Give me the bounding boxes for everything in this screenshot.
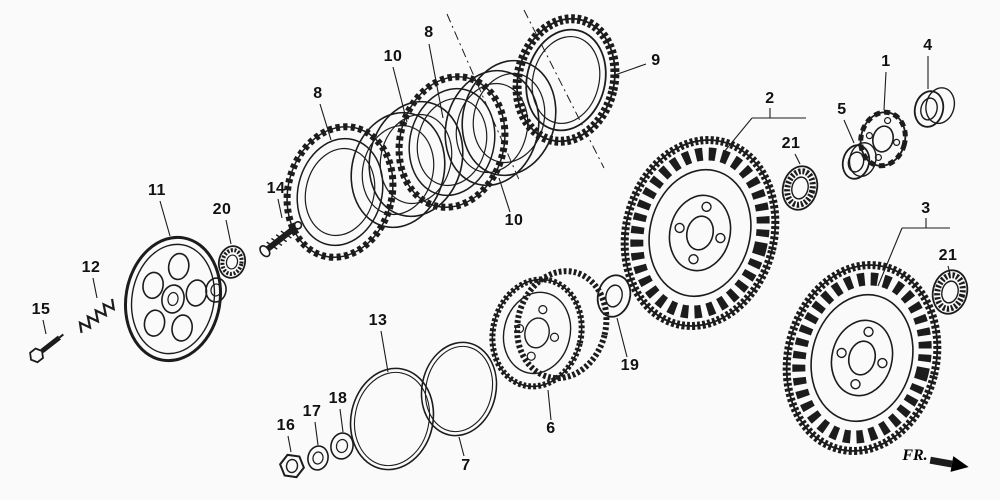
part-callout-18: 18: [328, 390, 348, 407]
part-callout-3: 3: [921, 200, 931, 217]
assembly-centerlines: [446, 9, 605, 183]
part-16-nut: [278, 453, 306, 479]
part-18-washer: [330, 432, 354, 460]
part-13-ring: [349, 367, 435, 471]
part-callout-13: 13: [368, 312, 388, 329]
part-callout-7: 7: [461, 457, 471, 474]
part-callout-10-right: 10: [504, 212, 524, 229]
part-callout-5: 5: [837, 101, 847, 118]
part-callout-15: 15: [31, 301, 51, 318]
part-4-spacer: [913, 87, 956, 128]
part-callout-1: 1: [881, 53, 891, 70]
part-callout-8-left: 8: [313, 85, 323, 102]
part-17-washer: [307, 445, 329, 471]
part-1-lifter-plate: [858, 109, 908, 169]
part-6-clutch-center: [489, 268, 610, 390]
part-callout-8-top: 8: [424, 24, 434, 41]
part-15-bolt: [29, 333, 64, 364]
part-10-clutch-plates-right: [444, 59, 557, 187]
part-21-needle-bearing-right: [931, 269, 969, 315]
part-callout-2: 2: [765, 90, 775, 107]
part-callout-21-left: 21: [781, 135, 801, 152]
part-12-spring: [78, 298, 116, 334]
part-callout-20: 20: [212, 201, 232, 218]
part-19-washer: [596, 274, 632, 318]
part-10-clutch-plates-left: [350, 100, 464, 229]
part-callout-21-right: 21: [938, 247, 958, 264]
part-11-pressure-plate: [123, 235, 227, 363]
part-callout-12: 12: [81, 259, 101, 276]
part-3-clutch-outer: [782, 261, 942, 455]
leader-lines: [42, 43, 951, 457]
part-callout-10-top: 10: [383, 48, 403, 65]
part-callout-16: 16: [276, 417, 296, 434]
part-2-clutch-outer: [620, 136, 780, 330]
fr-direction-label: FR.: [902, 447, 928, 464]
part-8-friction-disc-left: [283, 123, 397, 261]
part-14-lifter-rod: [259, 221, 303, 258]
part-8-friction-disc-right: [395, 73, 509, 211]
part-20-bearing: [217, 245, 247, 279]
part-21-needle-bearing-left: [781, 165, 819, 211]
part-callout-14: 14: [266, 180, 286, 197]
part-callout-11: 11: [148, 182, 166, 199]
part-callout-17: 17: [302, 403, 322, 420]
part-callout-9: 9: [651, 52, 661, 69]
part-callout-4: 4: [923, 37, 933, 54]
part-callout-19: 19: [620, 357, 640, 374]
fr-direction-arrow: [929, 456, 969, 472]
part-callout-6: 6: [546, 420, 556, 437]
